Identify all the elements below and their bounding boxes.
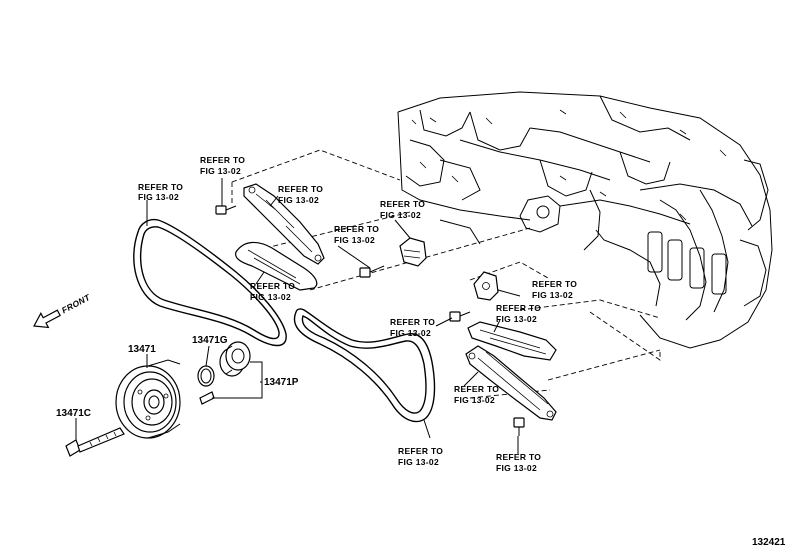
callout-leaders — [75, 178, 521, 454]
bolt-right-bracket — [449, 311, 471, 322]
idler-pulley — [219, 341, 251, 377]
svg-text:REFER TO: REFER TO — [278, 184, 323, 194]
front-direction-arrow: FRONT — [33, 292, 92, 329]
refer-label-right-bolt: REFER TO FIG 13-02 — [390, 317, 435, 338]
svg-text:REFER TO: REFER TO — [496, 452, 541, 462]
chain-tensioner-body — [399, 237, 427, 267]
refer-label-lower-guide: REFER TO FIG 13-02 — [250, 281, 295, 302]
right-lower-chain-tensioner — [465, 345, 557, 421]
o-ring — [197, 365, 215, 387]
svg-text:FIG 13-02: FIG 13-02 — [250, 292, 291, 302]
svg-text:REFER TO: REFER TO — [496, 303, 541, 313]
front-label: FRONT — [60, 292, 92, 316]
engine-block-illustration — [397, 91, 773, 349]
svg-text:REFER TO: REFER TO — [390, 317, 435, 327]
refer-label-left-chain: REFER TO FIG 13-02 — [138, 182, 183, 202]
refer-label-right-bracket: REFER TO FIG 13-02 — [532, 279, 577, 300]
dowel-pin — [199, 391, 215, 405]
figure-id: 132421 — [752, 537, 786, 548]
bolt-upper-guide — [215, 205, 237, 215]
part-number-tensioner-kit: 13471P — [264, 377, 299, 388]
refer-label-bottom-bolt: REFER TO FIG 13-02 — [496, 452, 541, 473]
part-number-crank-pulley: 13471 — [128, 344, 156, 355]
upper-chain-guide — [243, 183, 325, 265]
svg-text:FIG 13-02: FIG 13-02 — [532, 290, 573, 300]
right-tensioner-bracket — [473, 271, 499, 301]
right-upper-chain-guide — [467, 321, 557, 361]
refer-label-right-tensioner: REFER TO FIG 13-02 — [454, 384, 499, 405]
bolt-tensioner — [359, 265, 385, 278]
refer-label-right-chain: REFER TO FIG 13-02 — [398, 446, 443, 467]
svg-text:FIG 13-02: FIG 13-02 — [380, 210, 421, 220]
svg-text:REFER TO: REFER TO — [532, 279, 577, 289]
svg-text:FIG 13-02: FIG 13-02 — [454, 395, 495, 405]
svg-text:FIG 13-02: FIG 13-02 — [496, 463, 537, 473]
right-timing-chain — [293, 308, 436, 423]
svg-text:FIG 13-02: FIG 13-02 — [398, 457, 439, 467]
svg-text:REFER TO: REFER TO — [398, 446, 443, 456]
svg-text:FIG 13-02: FIG 13-02 — [334, 235, 375, 245]
refer-label-tensioner-bolt: REFER TO FIG 13-02 — [334, 224, 379, 245]
crankshaft-pulley — [115, 359, 181, 439]
part-number-o-ring: 13471G — [192, 335, 228, 346]
left-timing-chain — [133, 218, 287, 347]
svg-text:REFER TO: REFER TO — [380, 199, 425, 209]
svg-text:FIG 13-02: FIG 13-02 — [390, 328, 431, 338]
svg-text:FIG 13-02: FIG 13-02 — [278, 195, 319, 205]
svg-text:FIG 13-02: FIG 13-02 — [200, 166, 241, 176]
refer-label-upper-bolt: REFER TO FIG 13-02 — [200, 155, 245, 176]
refer-label-upper-guide: REFER TO FIG 13-02 — [278, 184, 323, 205]
svg-text:REFER TO: REFER TO — [250, 281, 295, 291]
svg-text:REFER TO: REFER TO — [138, 182, 183, 192]
pulley-bolt — [65, 427, 125, 457]
svg-text:FIG 13-02: FIG 13-02 — [138, 192, 179, 202]
refer-label-tensioner: REFER TO FIG 13-02 — [380, 199, 425, 220]
svg-text:FIG 13-02: FIG 13-02 — [496, 314, 537, 324]
lower-chain-guide — [235, 241, 318, 291]
svg-text:REFER TO: REFER TO — [200, 155, 245, 165]
svg-text:REFER TO: REFER TO — [454, 384, 499, 394]
bolt-right-tensioner — [513, 417, 525, 436]
svg-text:REFER TO: REFER TO — [334, 224, 379, 234]
refer-label-right-upper-guide: REFER TO FIG 13-02 — [496, 303, 541, 324]
part-number-pulley-bolt: 13471C — [56, 408, 91, 419]
